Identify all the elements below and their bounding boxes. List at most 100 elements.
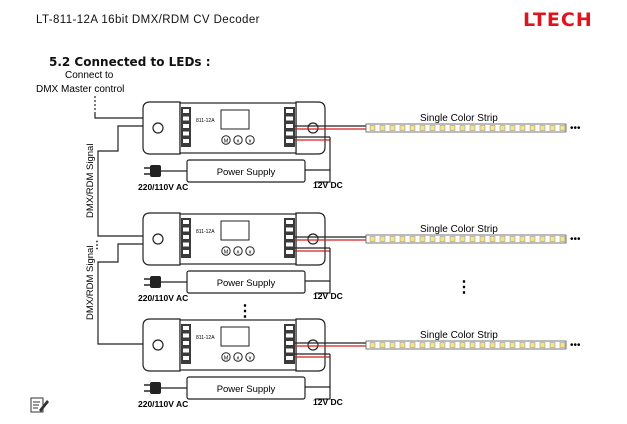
power-supply-label: Power Supply [217,278,276,289]
ac-label: 220/110V AC [138,293,188,303]
power-supply-label: Power Supply [217,384,276,395]
led-chip [519,236,526,242]
terminal-slot [286,109,293,113]
led-chip [379,342,386,348]
ac-plug-icon [150,276,161,288]
strip-ellipsis: ••• [570,123,581,134]
led-chip [529,342,536,348]
led-chip [409,236,416,242]
terminal-slot [183,341,189,345]
led-chip [399,125,406,131]
terminal-slot [183,131,189,136]
terminal-slot [183,220,189,224]
led-chip [469,342,476,348]
led-chip [549,342,556,348]
ac-label: 220/110V AC [138,182,188,192]
button-glyph: ∧ [236,139,240,145]
led-chip [479,236,486,242]
led-chip [509,236,516,242]
strip-label: Single Color Strip [420,113,498,124]
led-chip [449,125,456,131]
led-chip [389,342,396,348]
led-chip [529,125,536,131]
button-glyph: M [224,139,229,145]
led-chip [469,236,476,242]
source-label-line1: Connect to [65,70,114,81]
led-chip [499,236,506,242]
led-chip [399,342,406,348]
led-chip [439,342,446,348]
led-chip [519,125,526,131]
led-chip [439,125,446,131]
led-chip [469,125,476,131]
terminal-slot [286,220,293,224]
led-chip [539,342,546,348]
terminal-slot [183,235,189,239]
led-chip [539,125,546,131]
terminal-slot [183,356,189,360]
button-glyph: ∨ [248,356,252,362]
led-strip [365,123,567,133]
mode-button [221,246,231,256]
dc-label: 12V DC [313,397,343,407]
terminal-slot [286,235,293,239]
terminal-slot [183,109,189,113]
decoder-model-label: 811-12A [196,335,215,341]
button-glyph: ∧ [236,250,240,256]
terminal-slot [183,333,189,338]
mode-button [221,135,231,145]
ac-plug-icon [150,165,161,177]
down-button [245,352,255,362]
led-chip [449,342,456,348]
terminal-slot [183,124,189,128]
terminal-slot [286,131,293,136]
ac-plug-icon [150,382,161,394]
strip-label: Single Color Strip [420,224,498,235]
led-chip [489,342,496,348]
terminal-slot [183,227,189,232]
button-glyph: ∧ [236,356,240,362]
led-chip [439,236,446,242]
mount-hole-icon [307,122,319,134]
down-button [245,246,255,256]
dc-wire-tail [315,281,331,294]
button-glyph: ∨ [248,250,252,256]
led-chip [479,125,486,131]
ellipsis-mid-signal: ⋮ [92,240,102,251]
terminal-slot [286,326,293,330]
terminal-slot [286,333,293,338]
ellipsis-right: ⋮ [456,279,472,296]
display-window [220,109,250,130]
terminal-slot [183,116,189,121]
terminal-slot [286,341,293,345]
dc-wire-tail [315,170,331,183]
led-chip [559,125,566,131]
up-button [233,135,243,145]
mount-hole-icon [152,233,164,245]
led-chip [369,236,376,242]
led-chip [529,236,536,242]
led-chip [399,236,406,242]
led-chip [509,125,516,131]
mount-hole-icon [152,122,164,134]
terminal-slot [183,242,189,247]
led-chip [409,125,416,131]
brand-logo: LTECH [523,9,593,31]
strip-ellipsis: ••• [570,234,581,245]
led-chip [499,342,506,348]
display-window [220,220,250,241]
terminal-slot [183,326,189,330]
mount-hole-icon [307,233,319,245]
led-chip [419,125,426,131]
ellipsis-left: ⋮ [237,303,253,320]
mount-hole-icon [152,339,164,351]
led-chip [429,236,436,242]
led-chip [459,236,466,242]
button-glyph: ∨ [248,139,252,145]
led-chip [379,236,386,242]
led-chip [459,125,466,131]
ac-label: 220/110V AC [138,399,188,409]
led-chip [499,125,506,131]
